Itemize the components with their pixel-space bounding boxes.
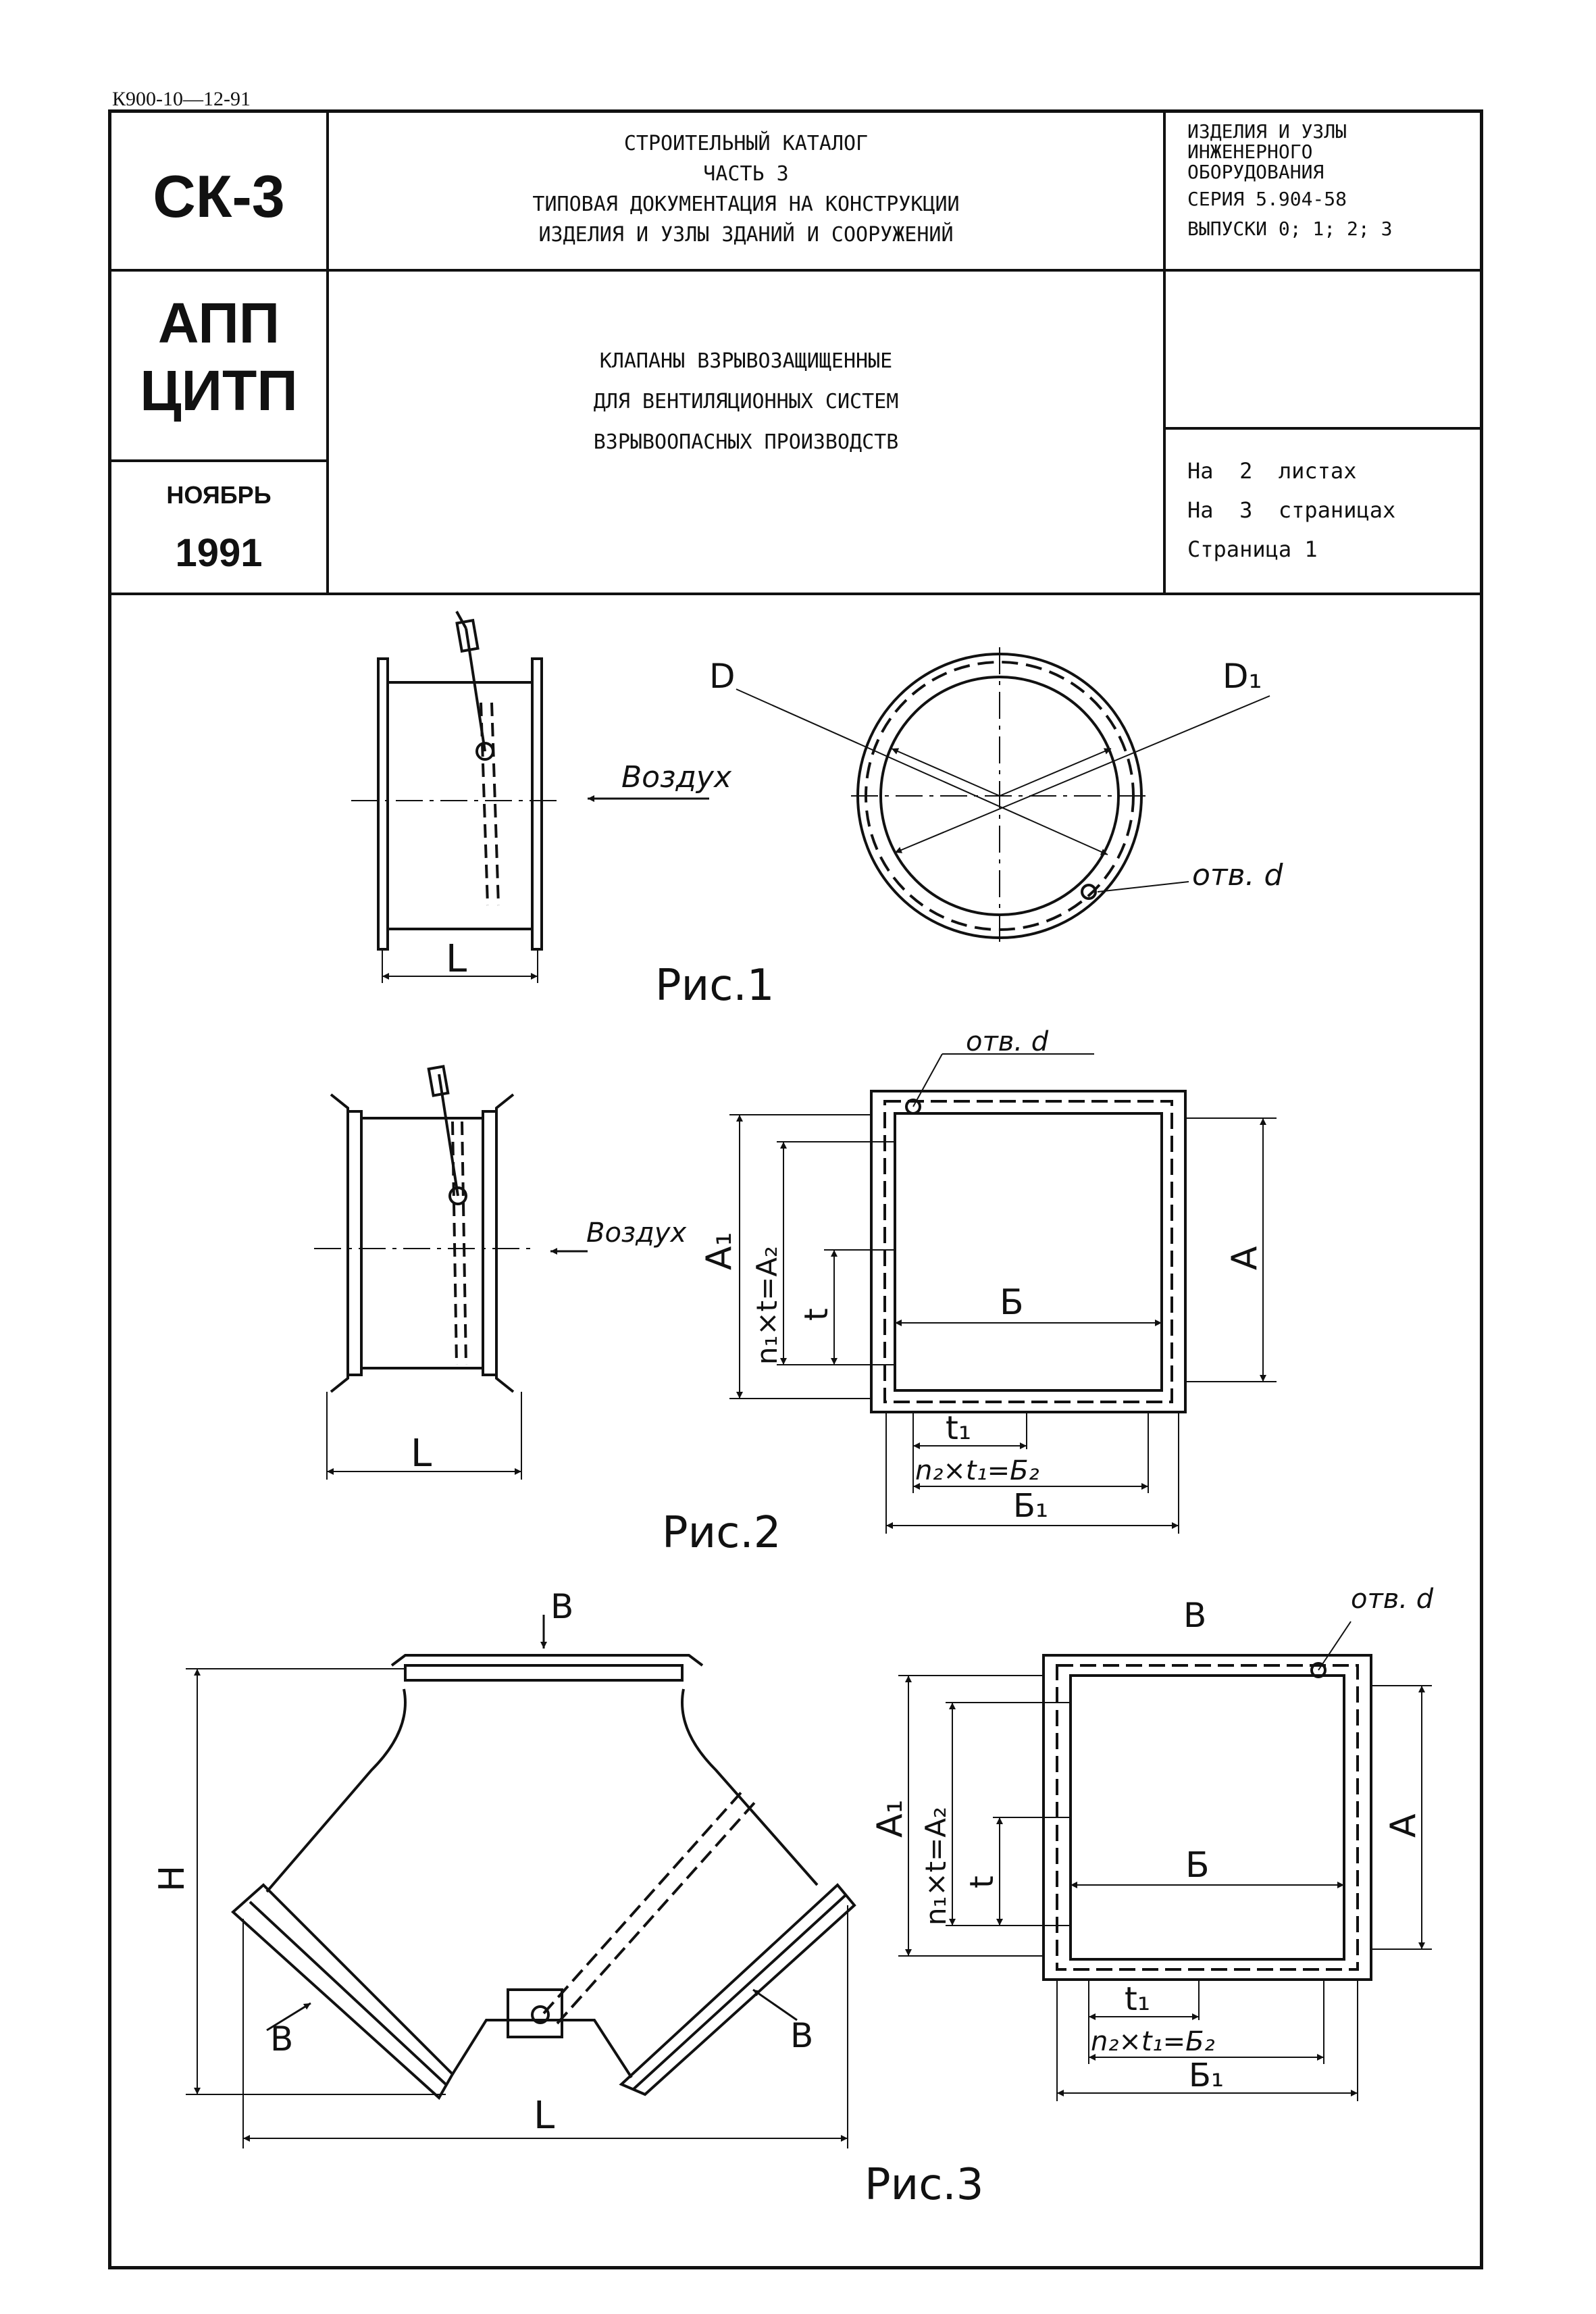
fig3-dim-t1: t₁ — [1125, 1980, 1150, 2018]
series-left-line — [1163, 109, 1166, 594]
drawing-frame — [108, 109, 1483, 2269]
subject-line: ДЛЯ ВЕНТИЛЯЦИОННЫХ СИСТЕМ — [593, 390, 899, 413]
fig3-flow-left: B — [270, 2019, 293, 2059]
title-line: ИЗДЕЛИЯ И УЗЛЫ ЗДАНИЙ И СООРУЖЕНИЙ — [538, 223, 954, 247]
page-number: Страница 1 — [1187, 536, 1318, 562]
fig3-caption: Рис.3 — [865, 2160, 983, 2210]
fig2-dim-L: L — [411, 1432, 432, 1476]
publisher-line1: АПП — [157, 291, 280, 355]
fig3-flow-right: B — [790, 2016, 813, 2055]
catalog-title: СТРОИТЕЛЬНЫЙ КАТАЛОГ ЧАСТЬ 3 ТИПОВАЯ ДОК… — [329, 128, 1163, 250]
fig2-dim-t1: t₁ — [946, 1409, 971, 1447]
fig3-dim-B1: Б₁ — [1189, 2057, 1224, 2094]
series-line: ВЫПУСКИ 0; 1; 2; 3 — [1187, 218, 1393, 240]
series-line: СЕРИЯ 5.904-58 — [1187, 188, 1347, 210]
fig3-flow-top: B — [550, 1587, 573, 1626]
fig3-dim-n2: n₂×t₁=Б₂ — [1091, 2026, 1215, 2057]
fig3-dim-B: Б — [1185, 1845, 1210, 1886]
fig1-dim-D1: D₁ — [1222, 657, 1262, 696]
publisher-line2: ЦИТП — [140, 359, 298, 422]
fig3-flow-label-top-right: B — [1183, 1596, 1206, 1635]
subject-line: ВЗРЫВООПАСНЫХ ПРОИЗВОДСТВ — [593, 430, 899, 454]
series-line: ИНЖЕНЕРНОГО — [1187, 141, 1313, 163]
pages-count: На 3 страницах — [1187, 497, 1396, 523]
fig2-dim-t: t — [798, 1308, 835, 1321]
series-line: ИЗДЕЛИЯ И УЗЛЫ — [1187, 120, 1347, 143]
fig1-air-label: Воздух — [621, 760, 732, 795]
document-code: К900-10—12-91 — [112, 88, 251, 110]
fig2-side-view — [314, 1065, 588, 1480]
fig2-dim-B1: Б₁ — [1013, 1487, 1048, 1525]
sheets-count: На 2 листах — [1187, 458, 1357, 484]
fig1-side-view — [351, 611, 709, 983]
title-line: ЧАСТЬ 3 — [703, 162, 789, 186]
fig1-dim-D: D — [709, 657, 736, 696]
fig1-caption: Рис.1 — [655, 961, 774, 1011]
fig3-y-branch-view — [186, 1615, 856, 2148]
fig3-hole-label: отв. d — [1351, 1584, 1434, 1615]
fig2-air-label: Воздух — [586, 1217, 687, 1249]
fig2-hole-label: отв. d — [966, 1026, 1049, 1057]
series-line: ОБОРУДОВАНИЯ — [1187, 161, 1324, 183]
fig2-dim-A: А — [1225, 1246, 1265, 1270]
fig3-dim-A: А — [1383, 1813, 1424, 1838]
stamp-divider-2 — [108, 459, 328, 462]
fig1-front-view — [736, 647, 1270, 946]
fig2-front-view — [729, 1053, 1277, 1534]
fig1-dim-L: L — [446, 937, 467, 981]
fig3-dim-n1: n₁×t=А₂ — [919, 1807, 952, 1926]
fig3-dim-H: H — [152, 1865, 192, 1892]
title-divider-1 — [108, 269, 1483, 272]
sheet-info: На 2 листах На 3 страницах Страница 1 — [1187, 451, 1478, 569]
fig3-dim-A1: А₁ — [870, 1800, 910, 1838]
fig2-dim-A1: А₁ — [699, 1232, 740, 1270]
series-divider-2 — [1163, 427, 1483, 430]
fig2-dim-B: Б — [1000, 1282, 1024, 1323]
subject-line: КЛАПАНЫ ВЗРЫВОЗАЩИЩЕННЫЕ — [599, 349, 893, 373]
fig2-caption: Рис.2 — [662, 1508, 781, 1558]
series-block: ИЗДЕЛИЯ И УЗЛЫ ИНЖЕНЕРНОГО ОБОРУДОВАНИЯ … — [1187, 122, 1478, 239]
publication-month: НОЯБРЬ — [166, 481, 272, 509]
title-block-bottom-line — [108, 593, 1483, 595]
title-line: СТРОИТЕЛЬНЫЙ КАТАЛОГ — [623, 132, 869, 155]
fig3-front-view — [898, 1621, 1432, 2101]
fig1-hole-label: отв. d — [1192, 858, 1283, 892]
publication-year: 1991 — [175, 531, 263, 575]
fig3-dim-L: L — [534, 2094, 555, 2138]
fig3-dim-t: t — [963, 1876, 1001, 1888]
stamp-right-line — [326, 109, 329, 594]
fig2-dim-n2: n₂×t₁=Б₂ — [915, 1455, 1039, 1486]
subject-title: КЛАПАНЫ ВЗРЫВОЗАЩИЩЕННЫЕ ДЛЯ ВЕНТИЛЯЦИОН… — [329, 341, 1163, 463]
title-line: ТИПОВАЯ ДОКУМЕНТАЦИЯ НА КОНСТРУКЦИИ — [532, 193, 960, 216]
fig2-dim-n1: n₁×t=А₂ — [750, 1246, 783, 1365]
catalog-id: СК-3 — [153, 163, 285, 230]
